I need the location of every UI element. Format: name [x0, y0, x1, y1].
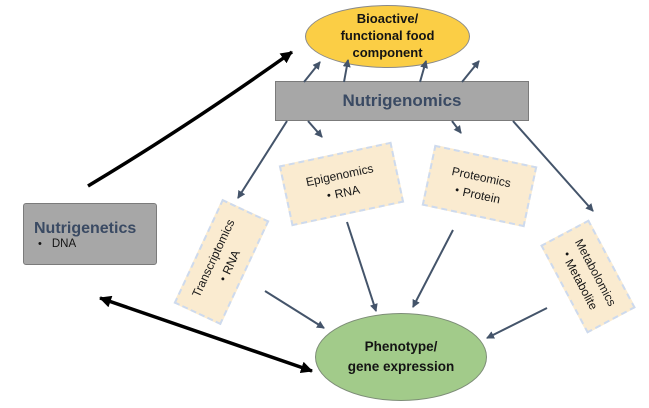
phenotype-line-1: Phenotype/ — [364, 339, 438, 355]
nutrigenetics-bullet: DNA — [51, 238, 77, 250]
transcriptomics-node: Transcriptomics • RNA — [173, 198, 270, 326]
arrow-nutrigenomics-to-bioactive-4 — [461, 60, 480, 83]
bioactive-line-3: component — [352, 44, 423, 60]
arrow-metabolomics-to-phenotype — [486, 307, 548, 339]
arrow-nutrigenetics-to-bioactive — [87, 50, 294, 188]
phenotype-line-2: gene expression — [347, 359, 455, 374]
arrow-epigenomics-to-phenotype — [346, 221, 378, 312]
nutrigenomics-node: Nutrigenomics — [275, 81, 529, 121]
bioactive-line-1: Bioactive/ — [356, 11, 419, 27]
bullet-icon: • — [325, 189, 333, 202]
epigenomics-bullet: RNA — [333, 182, 362, 202]
arrow-nutrigenomics-to-epigenomics — [307, 120, 323, 138]
bioactive-line-2: functional food — [340, 28, 435, 44]
nutrigenetics-node: Nutrigenetics • DNA — [23, 203, 157, 265]
arrow-nutrigenomics-to-bioactive-1 — [303, 61, 321, 83]
arrow-nutrigenomics-to-transcriptomics — [237, 120, 288, 199]
bullet-icon: • — [453, 183, 461, 197]
arrow-nutrigenomics-to-proteomics — [451, 120, 462, 134]
epigenomics-node: Epigenomics • RNA — [278, 141, 405, 227]
arrow-transcriptomics-to-phenotype — [264, 290, 325, 329]
bioactive-food-node: Bioactive/ functional food component — [305, 5, 470, 68]
arrow-proteomics-to-phenotype — [412, 229, 454, 308]
nutrigenetics-label: Nutrigenetics — [34, 220, 137, 237]
nutrigenomics-label: Nutrigenomics — [342, 91, 462, 110]
phenotype-node: Phenotype/ gene expression — [315, 313, 487, 401]
proteomics-node: Proteomics • Protein — [421, 144, 538, 228]
metabolomics-node: Metabolomics • Metabolite — [540, 219, 636, 334]
bullet-icon: • — [38, 238, 42, 250]
